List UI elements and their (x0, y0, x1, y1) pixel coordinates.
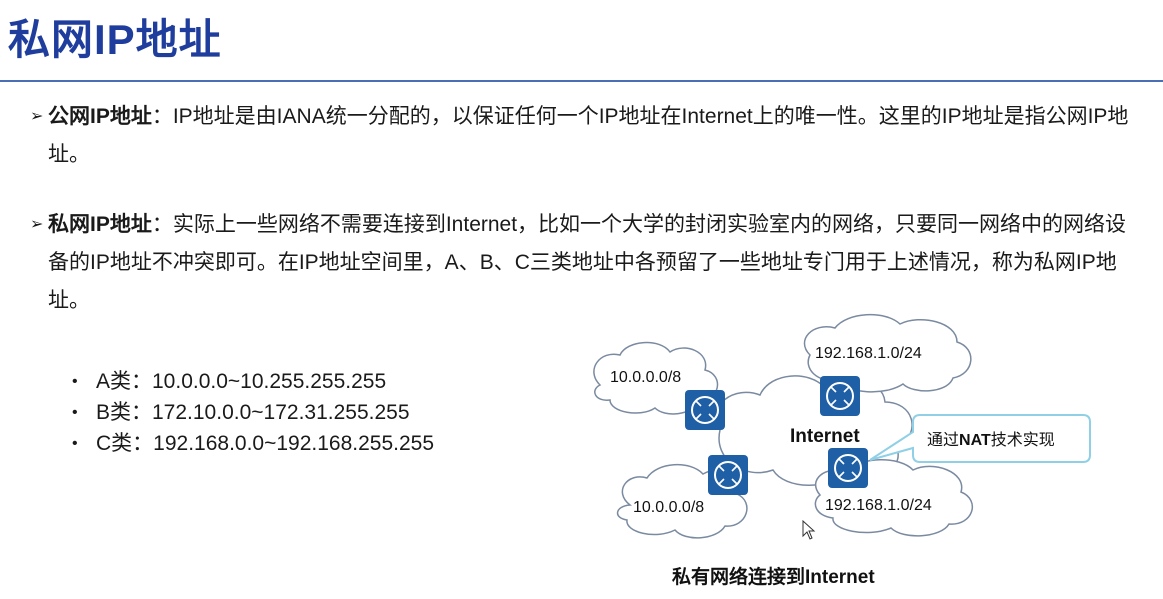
bullet-public-ip: ➢ 公网IP地址：IP地址是由IANA统一分配的，以保证任何一个IP地址在Int… (30, 98, 1145, 174)
network-diagram: Internet 10.0.0.0/8 192.168.1.0/24 10.0.… (593, 313, 1091, 539)
nat-callout-text: 通过NAT技术实现 (927, 431, 1055, 449)
class-c-item: C类：192.168.0.0~192.168.255.255 (72, 428, 434, 459)
callout-prefix: 通过 (927, 431, 959, 449)
callout-nat: NAT (959, 432, 991, 449)
bullet-term: 私网IP地址 (48, 213, 152, 236)
arrow-bullet-icon: ➢ (30, 216, 44, 233)
arrow-bullet-icon: ➢ (30, 108, 44, 125)
bullet-text: ：IP地址是由IANA统一分配的，以保证任何一个IP地址在Internet上的唯… (48, 105, 1129, 166)
class-a-item: A类：10.0.0.0~10.255.255.255 (72, 366, 434, 397)
router-icon (707, 454, 749, 496)
class-b-item: B类：172.10.0.0~172.31.255.255 (72, 397, 434, 428)
router-icon (684, 389, 726, 431)
mouse-cursor-icon (802, 520, 816, 540)
callout-suffix: 技术实现 (991, 431, 1055, 449)
bullet-private-ip: ➢ 私网IP地址：实际上一些网络不需要连接到Internet，比如一个大学的封闭… (30, 206, 1145, 320)
router-icon (819, 375, 861, 417)
bullet-term: 公网IP地址 (48, 105, 152, 128)
cloud-label: 192.168.1.0/24 (815, 345, 922, 362)
page-title: 私网IP地址 (8, 16, 222, 63)
cloud-label: 10.0.0.0/8 (633, 499, 704, 516)
title-divider (0, 80, 1163, 82)
address-class-list: A类：10.0.0.0~10.255.255.255 B类：172.10.0.0… (72, 366, 434, 459)
internet-label: Internet (790, 426, 860, 447)
bullet-body: 公网IP地址：IP地址是由IANA统一分配的，以保证任何一个IP地址在Inter… (48, 98, 1145, 174)
bullet-text: ：实际上一些网络不需要连接到Internet，比如一个大学的封闭实验室内的网络，… (48, 213, 1127, 312)
router-icon (827, 447, 869, 489)
nat-callout (869, 414, 1091, 463)
bullet-body: 私网IP地址：实际上一些网络不需要连接到Internet，比如一个大学的封闭实验… (48, 206, 1145, 320)
cloud-label: 10.0.0.0/8 (610, 369, 681, 386)
diagram-caption: 私有网络连接到Internet (672, 567, 875, 588)
cloud-label: 192.168.1.0/24 (825, 497, 932, 514)
